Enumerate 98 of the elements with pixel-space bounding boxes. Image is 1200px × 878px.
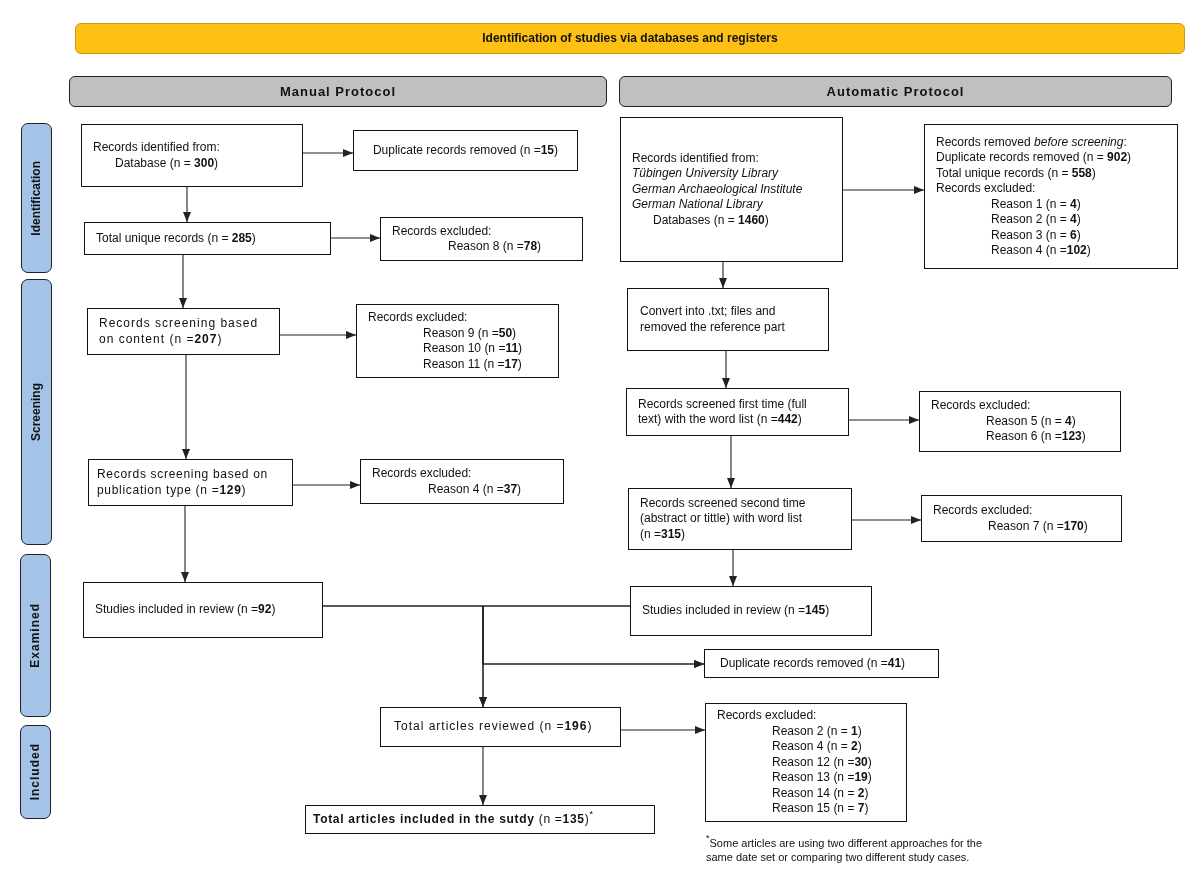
exclusion-text: Reason 5 (n = 4) [986,413,1076,430]
phase-label: Included [28,743,43,801]
process-box [620,117,843,262]
arrow [727,435,735,489]
process-text: Convert into .txt; files and removed the reference part [640,304,786,335]
exclusion-text: Reason 8 (n =78) [448,239,542,255]
exclusion-text: Reason 15 (n = 7) [772,801,869,817]
process-box [628,488,852,550]
exclusion-box [924,124,1178,269]
phase-band [21,279,52,545]
process-text: Records screened second time (abstract or tittle) with word list (n =315) [640,495,807,543]
header-title: Identification of studies via databases and registers [482,30,778,47]
exclusion-text: Duplicate records removed (n = 902) [936,150,1132,166]
exclusion-text: Records excluded: [368,310,468,326]
exclusion-text: Reason 13 (n =19) [772,770,872,786]
arrow [279,331,357,339]
process-text: Records screened first time (full text) with the word list (n =442) [638,396,808,428]
arrow [183,186,191,223]
arrow [179,254,187,309]
exclusion-text: Reason 2 (n = 1) [772,723,862,740]
exclusion-text: Reason 4 (n = 2) [772,739,862,755]
arrow [302,149,354,157]
arrow [842,186,925,194]
exclusion-box [704,649,939,678]
process-box [88,459,293,506]
phase-label: Examined [28,603,43,668]
process-text: Studies included in review (n =92) [95,602,276,618]
process-box [626,388,849,436]
process-box [87,308,280,355]
process-text: Databases (n = 1460) [653,212,769,229]
exclusion-text: Records excluded: [372,466,472,482]
phase-label: Identification [29,160,44,236]
exclusion-text: Reason 6 (n =123) [986,429,1086,445]
process-text: Total unique records (n = 285) [96,230,256,247]
exclusion-box [705,703,907,822]
exclusion-box [360,459,564,504]
process-text: Records identified from: [93,140,220,156]
exclusion-text: Records excluded: [931,398,1031,414]
exclusion-text: Records excluded: [933,503,1033,519]
protocol-band [619,76,1172,107]
arrow [729,549,737,587]
phase-label: Screening [29,383,44,441]
process-box [81,124,303,187]
exclusion-text: Reason 1 (n = 4) [991,196,1081,212]
phase-band [20,725,51,819]
exclusion-text: Reason 12 (n =30) [772,754,872,771]
exclusion-box [356,304,559,378]
exclusion-box [919,391,1121,452]
arrow [182,354,190,460]
exclusion-text: Duplicate records removed (n =41) [720,655,906,672]
exclusion-text: Records excluded: [717,708,817,724]
arrow [482,605,705,668]
exclusion-text: Reason 9 (n =50) [423,325,517,341]
protocol-band [69,76,607,107]
exclusion-text: Reason 4 (n =102) [991,243,1091,259]
exclusion-text: Records removed before screening: [936,134,1127,150]
exclusion-text: Duplicate records removed (n =15) [372,142,559,159]
process-text: Database (n = 300) [115,155,219,171]
process-box [630,586,872,636]
protocol-title: Automatic Protocol [826,83,965,100]
exclusion-text: Reason 3 (n = 6) [991,227,1081,243]
process-box [84,222,331,255]
exclusion-box [353,130,578,171]
arrow [330,234,381,242]
process-text: Records identified from: Tübingen University Library German Archaeological Institute German National Library [632,150,803,213]
process-text: Records screening based on content (n =207) [99,316,260,347]
exclusion-box [380,217,583,261]
process-text: Total articles reviewed (n =196) [394,719,593,735]
exclusion-text: Records excluded: [936,181,1036,197]
arrow [620,726,706,734]
header-band [75,23,1185,54]
exclusion-text: Reason 14 (n = 2) [772,785,869,802]
protocol-title: Manual Protocol [279,83,397,100]
result-box [305,805,655,834]
arrow [719,261,727,289]
exclusion-text: Reason 10 (n =11) [423,341,523,357]
exclusion-text: Records excluded: [392,223,492,239]
exclusion-text: Reason 2 (n = 4) [991,212,1081,228]
process-box [380,707,621,747]
arrow [479,746,487,806]
exclusion-box [921,495,1122,542]
process-text: Records screening based on publication type (n =129) [97,467,269,498]
exclusion-text: Reason 4 (n =37) [428,481,522,497]
arrow [722,350,730,389]
arrow [181,505,189,583]
footnote: $^{*}$Some articles are using two different approaches for the same date set or comparing two different study cases. [706,836,984,864]
arrow [292,481,361,489]
exclusion-text: Reason 7 (n =170) [988,518,1088,534]
exclusion-text: Total unique records (n = 558) [936,165,1096,181]
phase-band [21,123,52,273]
arrow [851,516,922,524]
process-text: Studies included in review (n =145) [642,603,830,619]
result-text: Total articles included in the sutdy (n =135)$^{*}$ [313,811,594,828]
arrow [848,416,920,424]
process-box [627,288,829,351]
process-box [83,582,323,638]
exclusion-text: Reason 11 (n =17) [423,356,522,372]
phase-band [20,554,51,717]
